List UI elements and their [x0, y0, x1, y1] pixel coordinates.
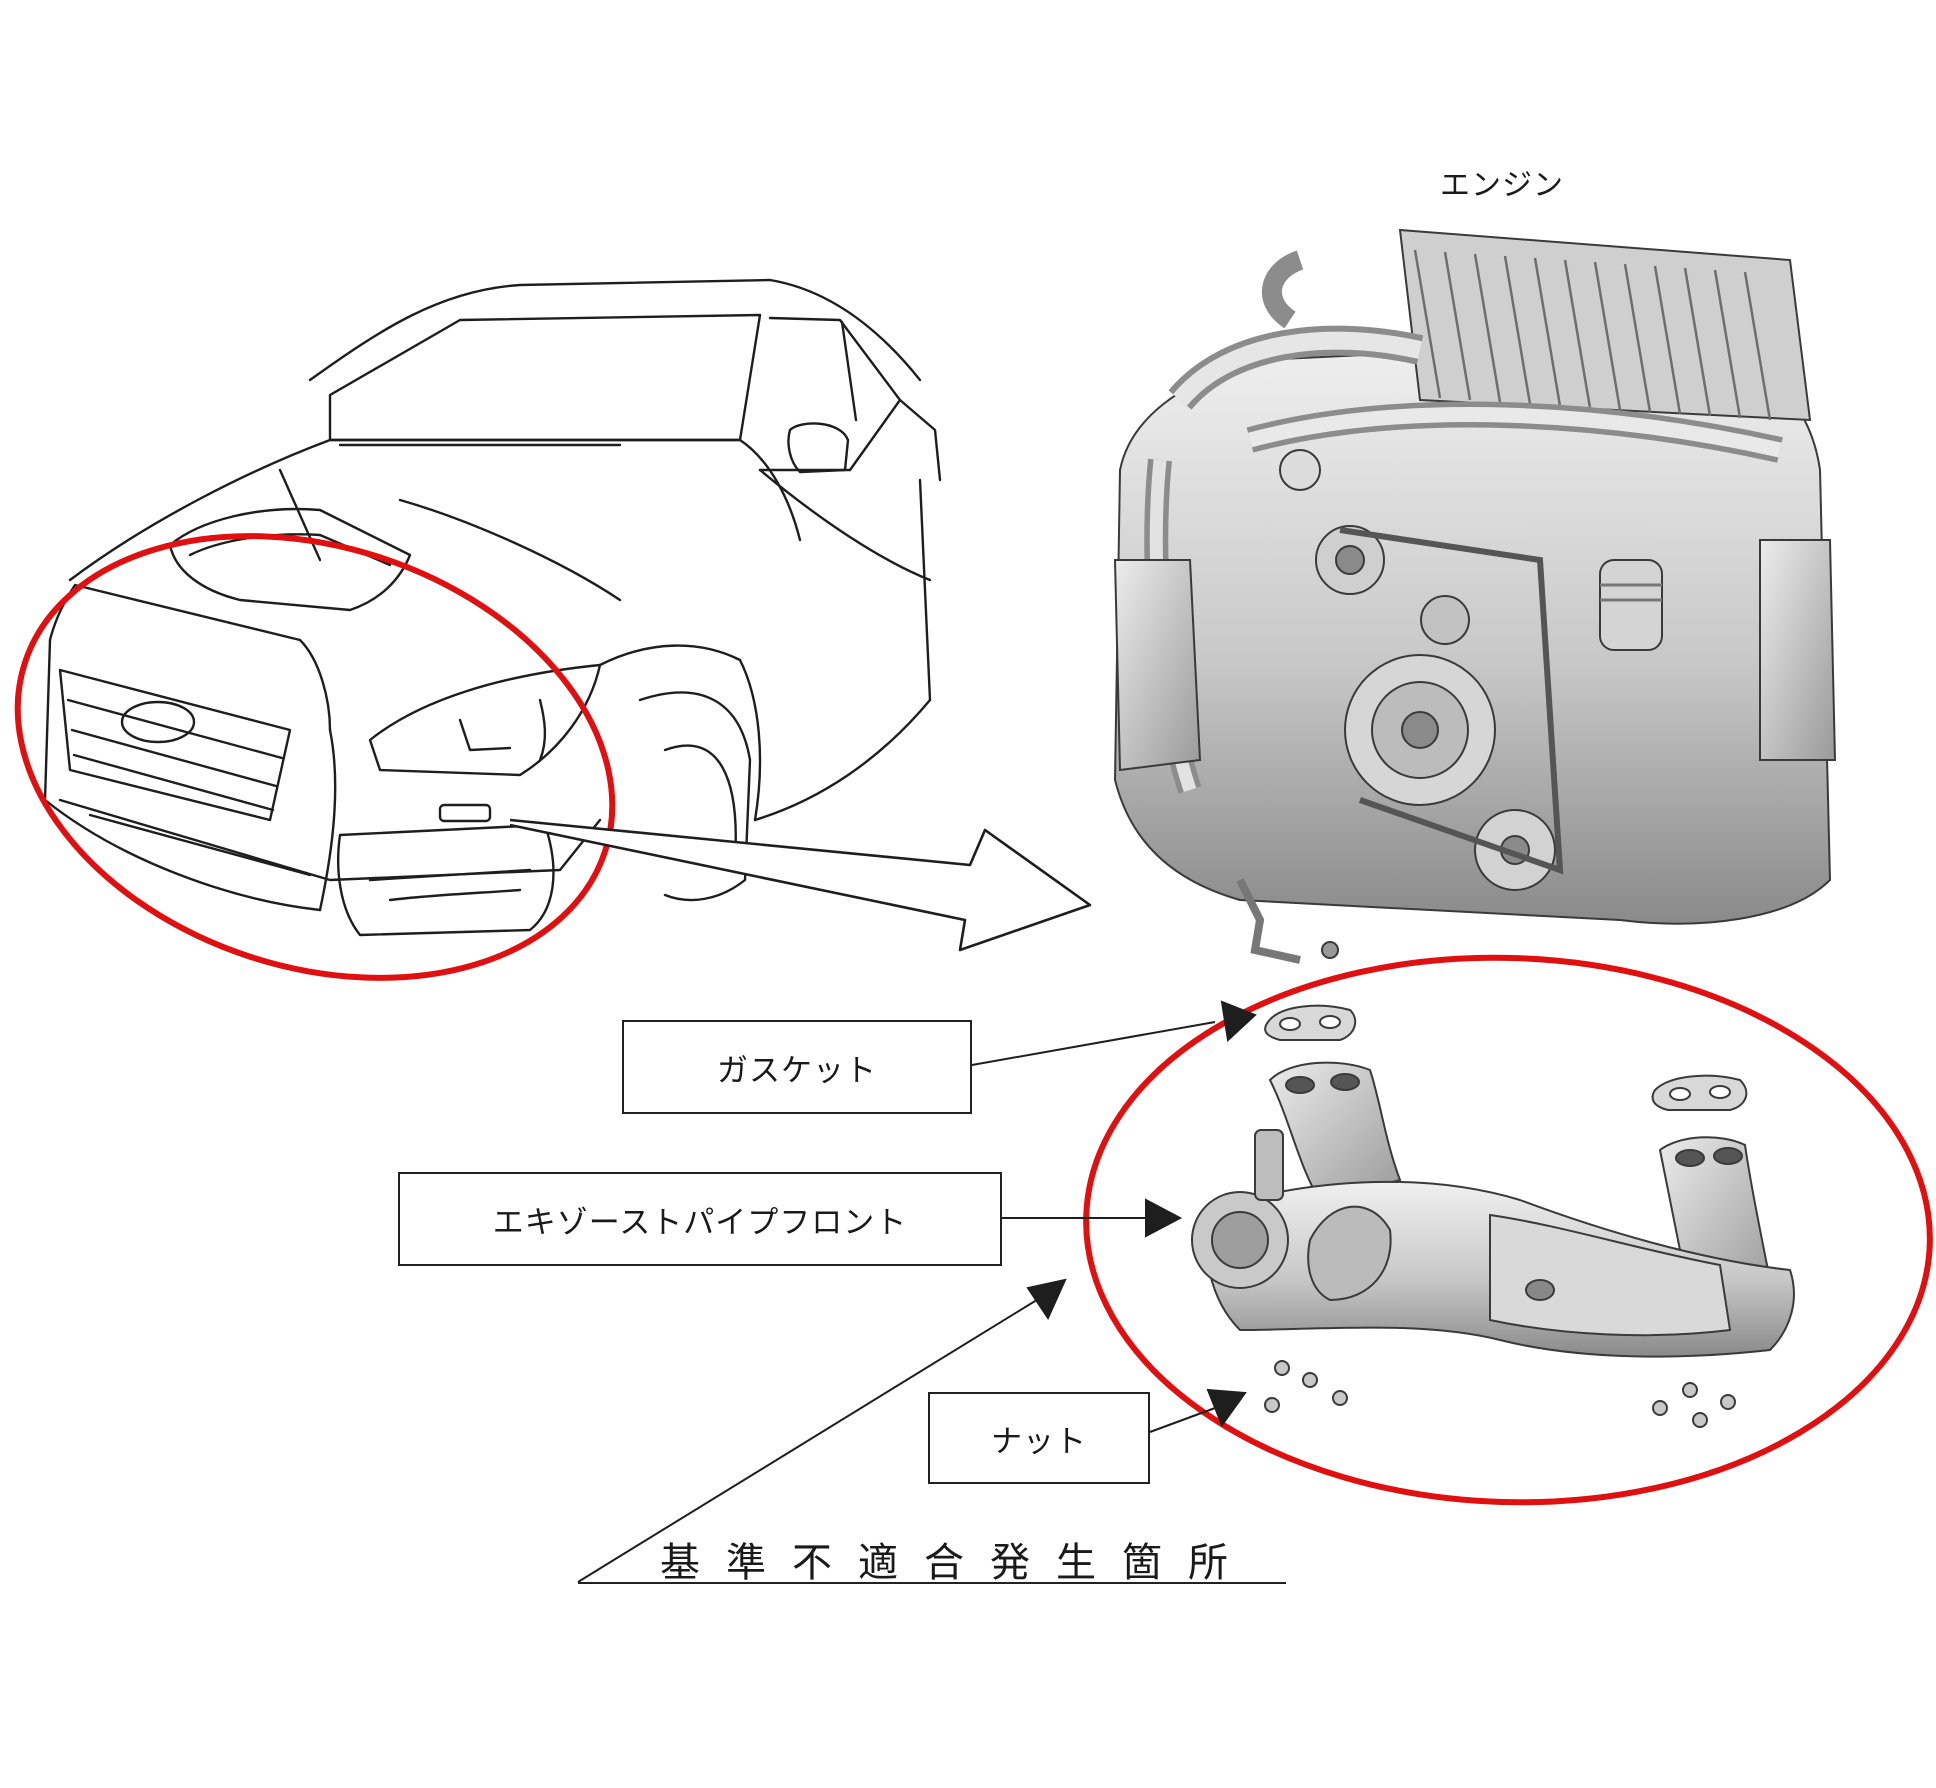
- engine-label: エンジン: [1440, 168, 1564, 203]
- exhaust-highlight-ring: [1083, 954, 1933, 1506]
- nonconforming-location-label: 基準不適合発生箇所: [660, 1540, 1254, 1586]
- exhaust-pipe-front-label: エキゾーストパイプフロント: [492, 1204, 908, 1241]
- leader-lines: [577, 1000, 1257, 1583]
- nut-arrowhead: [1206, 1388, 1247, 1428]
- exhaust-manifold-assembly-icon: [1191, 1004, 1795, 1428]
- gasket-label: ガスケット: [717, 1052, 877, 1089]
- car-highlight-ring: [14, 533, 616, 981]
- exhaust-pipe-front-label-box: エキゾーストパイプフロント: [398, 1172, 1002, 1266]
- gasket-label-box: ガスケット: [622, 1020, 972, 1114]
- exhaust-arrowhead: [1145, 1198, 1183, 1238]
- nut-label: ナット: [991, 1423, 1087, 1460]
- location-underline: [578, 1582, 1286, 1584]
- boxer-engine-render-icon: [1113, 228, 1837, 964]
- car-line-drawing-icon: [43, 278, 942, 937]
- gasket-arrowhead: [1220, 1000, 1257, 1043]
- car-to-engine-arrow: [509, 818, 1092, 952]
- nut-label-box: ナット: [928, 1392, 1150, 1484]
- location-arrowhead: [1026, 1278, 1067, 1321]
